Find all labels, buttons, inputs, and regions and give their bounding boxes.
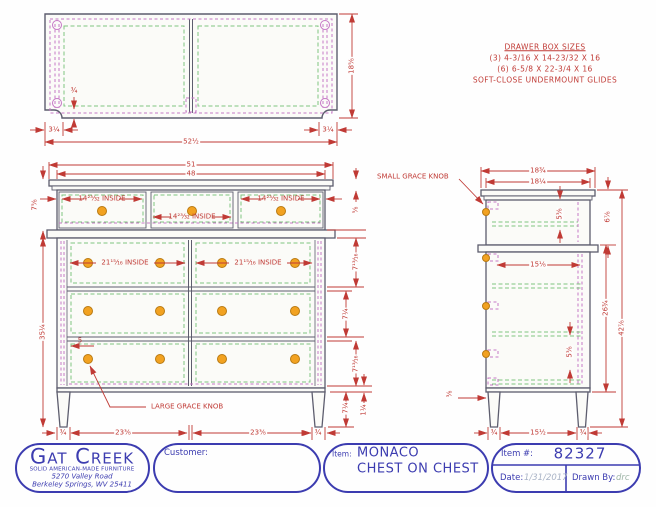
title-block-frame bbox=[15, 443, 641, 493]
top-view-linework bbox=[44, 13, 338, 119]
item-name-line1: MONACO bbox=[357, 445, 420, 461]
dim-leg-width-right: ¾ bbox=[313, 428, 323, 437]
dim-upper-inside-height: 5⅜ bbox=[555, 207, 564, 221]
dim-leg-offset: ⅜ bbox=[445, 390, 454, 398]
dim-front-right-1: 7¹³⁄₁₆ bbox=[351, 252, 360, 272]
side-view-linework bbox=[477, 189, 599, 428]
drawer-knob bbox=[83, 354, 93, 364]
drawer-knob bbox=[217, 354, 227, 364]
dim-front-right-0: ⅝ bbox=[351, 205, 360, 215]
side-view-hidden-lines bbox=[487, 201, 583, 386]
dim-total-height: 42⅞ bbox=[617, 319, 626, 337]
drawer-knob bbox=[276, 206, 286, 216]
dim-side-bottom-width: 15½ bbox=[529, 428, 547, 437]
drawn-by-value: drc bbox=[616, 472, 630, 483]
dim-upper-case-height: 7⅝ bbox=[30, 198, 39, 212]
dim-right-inset: 3¼ bbox=[321, 125, 335, 134]
small-knob-callout: SMALL GRACE KNOB bbox=[377, 172, 449, 181]
dim-front-case-width: 48 bbox=[185, 169, 197, 178]
side-view-knobs bbox=[482, 208, 490, 358]
drawer-knob bbox=[217, 306, 227, 316]
dim-side-upper-case-height: 6⅞ bbox=[603, 210, 612, 224]
customer-field-label: Customer: bbox=[164, 447, 209, 458]
drawer-knob bbox=[482, 302, 490, 310]
drawer-knob bbox=[482, 254, 490, 262]
date-label: Date: bbox=[500, 472, 524, 483]
drawer-box-note-line: (3) 4-3/16 X 14-23/32 X 16 bbox=[489, 53, 601, 63]
dim-knob-span-right: 23⅜ bbox=[249, 428, 267, 437]
company-tagline: SOLID AMERICAN-MADE FURNITURE bbox=[29, 466, 135, 473]
dim-side-top-depth: 18¾ bbox=[529, 166, 547, 175]
dim-front-right-4: 7¼ bbox=[341, 401, 350, 415]
drawer-knob bbox=[97, 206, 107, 216]
dim-side-case-depth: 18¼ bbox=[529, 177, 547, 186]
dim-left-inset: 3¼ bbox=[47, 125, 61, 134]
dim-front-right-3: 7¹³⁄₁₆ bbox=[351, 354, 360, 374]
company-address-line2: Berkeley Springs, WV 25411 bbox=[32, 480, 132, 489]
dim-side-lower-case-height: 26¾ bbox=[601, 299, 610, 317]
item-field-label: Item: bbox=[332, 449, 352, 459]
drawer-knob bbox=[482, 350, 490, 358]
dim-lower-case-height: 35¼ bbox=[38, 323, 47, 341]
dim-overall-width: 52½ bbox=[182, 137, 200, 146]
item-number-label: Item #: bbox=[501, 448, 534, 459]
dim-leg-width: ¾ bbox=[58, 428, 68, 437]
dim-knob-offset: 5 bbox=[77, 336, 83, 345]
drawer-knob bbox=[290, 354, 300, 364]
dim-upper-drawer-inside: 14²³⁄₃₂ INSIDE bbox=[168, 212, 216, 221]
drawer-box-note-line: SOFT-CLOSE UNDERMOUNT GLIDES bbox=[472, 75, 618, 85]
dim-lower-drawer-inside: 21¹⁵⁄₁₆ INSIDE bbox=[101, 258, 149, 267]
dim-front-right-5: 1¼ bbox=[359, 403, 368, 417]
drawer-box-note-line: (6) 6-5/8 X 22-3/4 X 16 bbox=[497, 64, 593, 74]
item-number-value: 82327 bbox=[553, 444, 607, 463]
item-name-line2: CHEST ON CHEST bbox=[357, 461, 479, 477]
company-address-line1: 5270 Valley Road bbox=[51, 472, 113, 481]
drawn-by-label: Drawn By: bbox=[572, 472, 616, 483]
dim-inside-depth: 15⅛ bbox=[529, 260, 547, 269]
dim-lower-inside-height: 5⅜ bbox=[565, 345, 574, 359]
dim-front-top-width: 51 bbox=[185, 160, 197, 169]
dim-side-leg-right: ¾ bbox=[578, 428, 588, 437]
dim-back-notch: ¾ bbox=[70, 86, 78, 95]
dim-top-depth: 18⅝ bbox=[347, 57, 356, 75]
company-logo: Gat Creek bbox=[29, 444, 135, 469]
drawer-knob bbox=[155, 354, 165, 364]
large-knob-callout: LARGE GRACE KNOB bbox=[151, 402, 224, 411]
drawer-knob bbox=[83, 306, 93, 316]
drawer-knob bbox=[290, 306, 300, 316]
dim-side-leg-left: ¾ bbox=[489, 428, 499, 437]
drawer-box-notes-title: DRAWER BOX SIZES bbox=[504, 42, 586, 52]
date-value: 1/31/2017 bbox=[524, 472, 568, 483]
drawer-knob bbox=[155, 306, 165, 316]
dim-upper-drawer-inside: 14²³⁄₃₂ INSIDE bbox=[78, 194, 126, 203]
dim-front-right-2: 7¼ bbox=[341, 307, 350, 321]
dim-lower-drawer-inside: 21¹⁵⁄₁₆ INSIDE bbox=[234, 258, 282, 267]
dim-knob-span-left: 23⅜ bbox=[114, 428, 132, 437]
top-view-hidden-lines bbox=[49, 18, 333, 114]
dim-upper-drawer-inside: 14²³⁄₃₂ INSIDE bbox=[257, 194, 305, 203]
drawer-knob bbox=[482, 208, 490, 216]
drawer-knob bbox=[187, 206, 197, 216]
